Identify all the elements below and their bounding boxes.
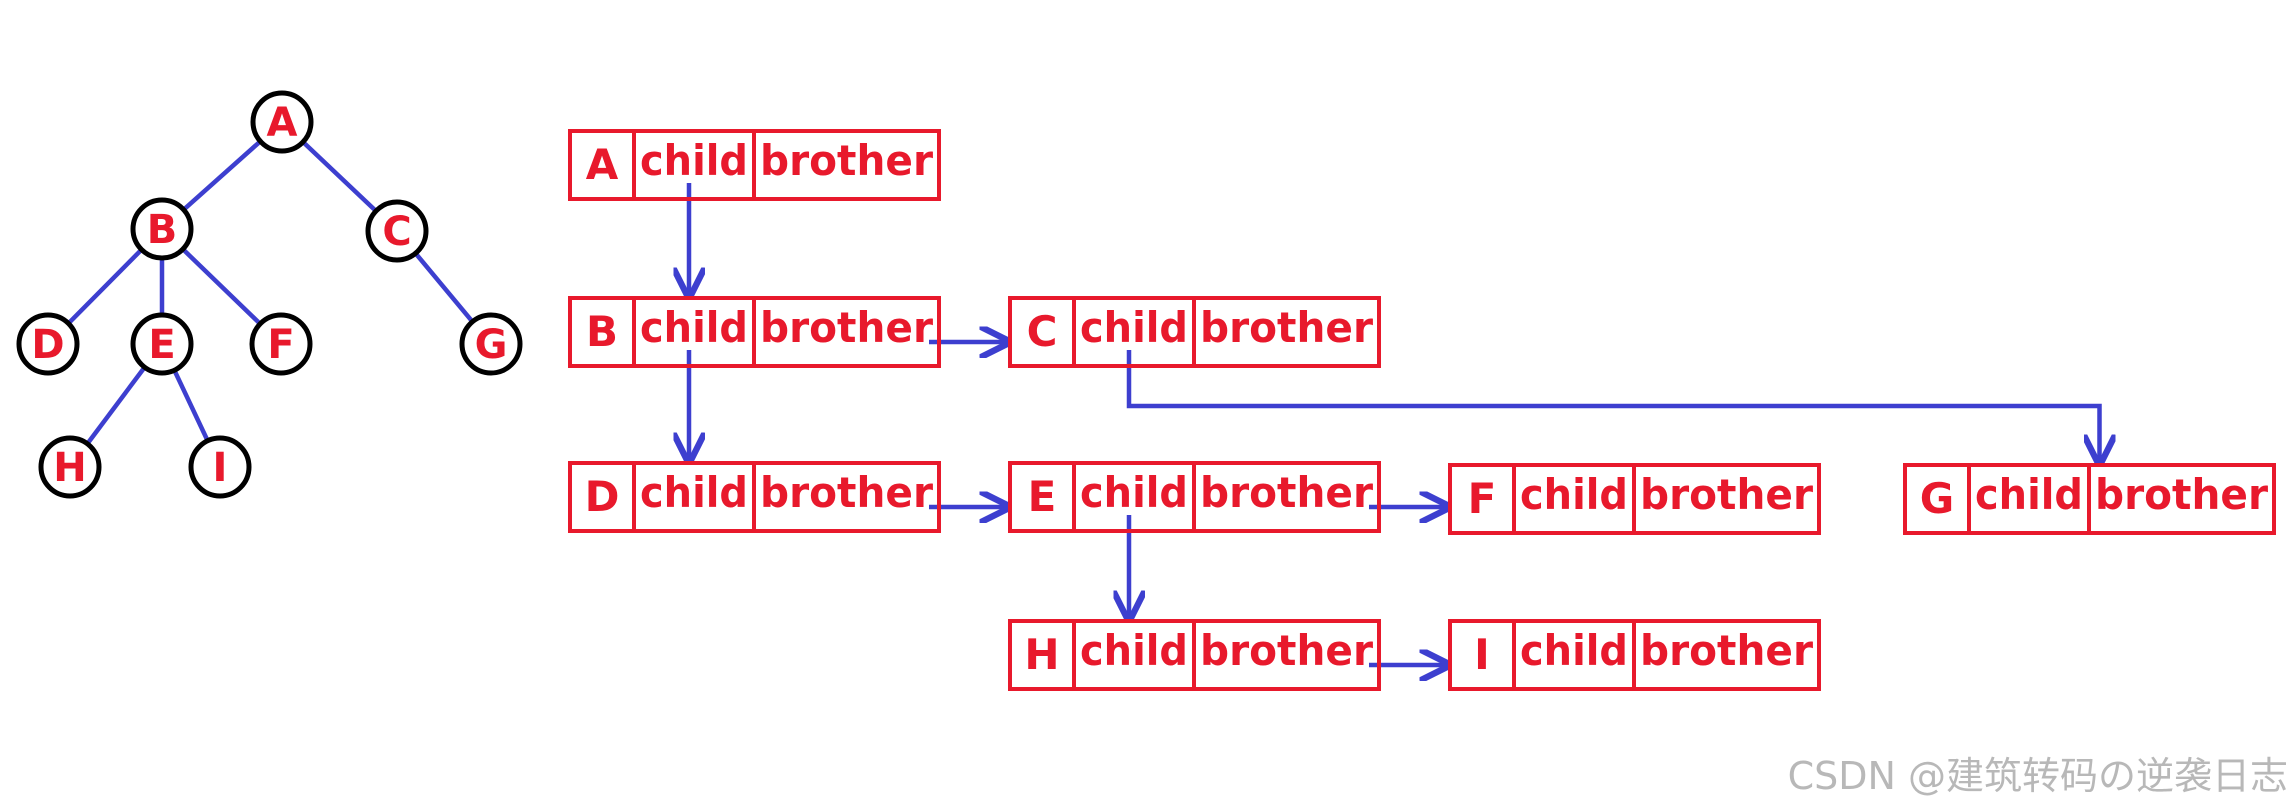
struct-node-label: E <box>1028 472 1057 521</box>
tree-node-circle <box>16 312 80 376</box>
struct-node-label: G <box>1920 474 1954 523</box>
tree-node-c: C <box>365 199 429 263</box>
tree-node-e: E <box>130 312 194 376</box>
brother-field: brother <box>1200 303 1373 352</box>
struct-node-label: D <box>585 472 620 521</box>
tree-node-label: C <box>382 209 411 255</box>
tree-node-label: E <box>148 322 175 368</box>
tree-node-circle <box>249 312 313 376</box>
tree-node-label: G <box>475 322 508 368</box>
tree-edge-a-b <box>182 139 262 212</box>
tree-node-i: I <box>188 435 252 499</box>
struct-node-label: A <box>586 140 619 189</box>
child-field: child <box>1520 626 1628 675</box>
tree-edge-e-i <box>172 369 210 442</box>
tree-node-circle <box>130 197 194 261</box>
tree-edge-b-f <box>181 247 262 326</box>
tree-node-label: I <box>213 445 228 491</box>
brother-field: brother <box>1640 626 1813 675</box>
child-field: child <box>1080 626 1188 675</box>
tree-node-a: A <box>250 90 314 154</box>
struct-node-label: F <box>1468 474 1497 523</box>
tree-edge-c-g <box>413 251 475 324</box>
child-field: child <box>1975 470 2083 519</box>
tree-node-circle <box>365 199 429 263</box>
brother-field: brother <box>1640 470 1813 519</box>
struct-node-label: C <box>1027 307 1058 356</box>
tree-node-label: A <box>267 100 298 146</box>
child-field: child <box>640 303 748 352</box>
struct-node-label: I <box>1474 630 1490 679</box>
tree-node-d: D <box>16 312 80 376</box>
tree-node-label: H <box>53 445 86 491</box>
tree-node-f: F <box>249 312 313 376</box>
tree-node-h: H <box>38 435 102 499</box>
brother-field: brother <box>2095 470 2268 519</box>
child-field: child <box>640 136 748 185</box>
child-field: child <box>1080 468 1188 517</box>
tree-node-g: G <box>459 312 523 376</box>
tree-edge-a-c <box>301 140 378 213</box>
child-field: child <box>1520 470 1628 519</box>
brother-field: brother <box>760 136 933 185</box>
tree-node-label: D <box>31 322 64 368</box>
watermark-text: CSDN @建筑转码の逆袭日志 <box>1787 754 2288 798</box>
child-pointer-c-to-g <box>1126 350 2100 463</box>
tree-node-circle <box>38 435 102 499</box>
struct-node-label: H <box>1024 630 1059 679</box>
brother-field: brother <box>1200 626 1373 675</box>
tree-node-label: B <box>147 207 178 253</box>
brother-field: brother <box>760 468 933 517</box>
tree-node-b: B <box>130 197 194 261</box>
child-field: child <box>1080 303 1188 352</box>
child-field: child <box>640 468 748 517</box>
tree-node-circle <box>459 312 523 376</box>
tree-edge-b-d <box>66 248 144 325</box>
tree-node-label: F <box>267 322 294 368</box>
tree-node-circle <box>130 312 194 376</box>
brother-field: brother <box>1200 468 1373 517</box>
struct-node-label: B <box>586 307 618 356</box>
tree-node-circle <box>250 90 314 154</box>
tree-edge-e-h <box>85 365 147 446</box>
brother-field: brother <box>760 303 933 352</box>
tree-node-circle <box>188 435 252 499</box>
